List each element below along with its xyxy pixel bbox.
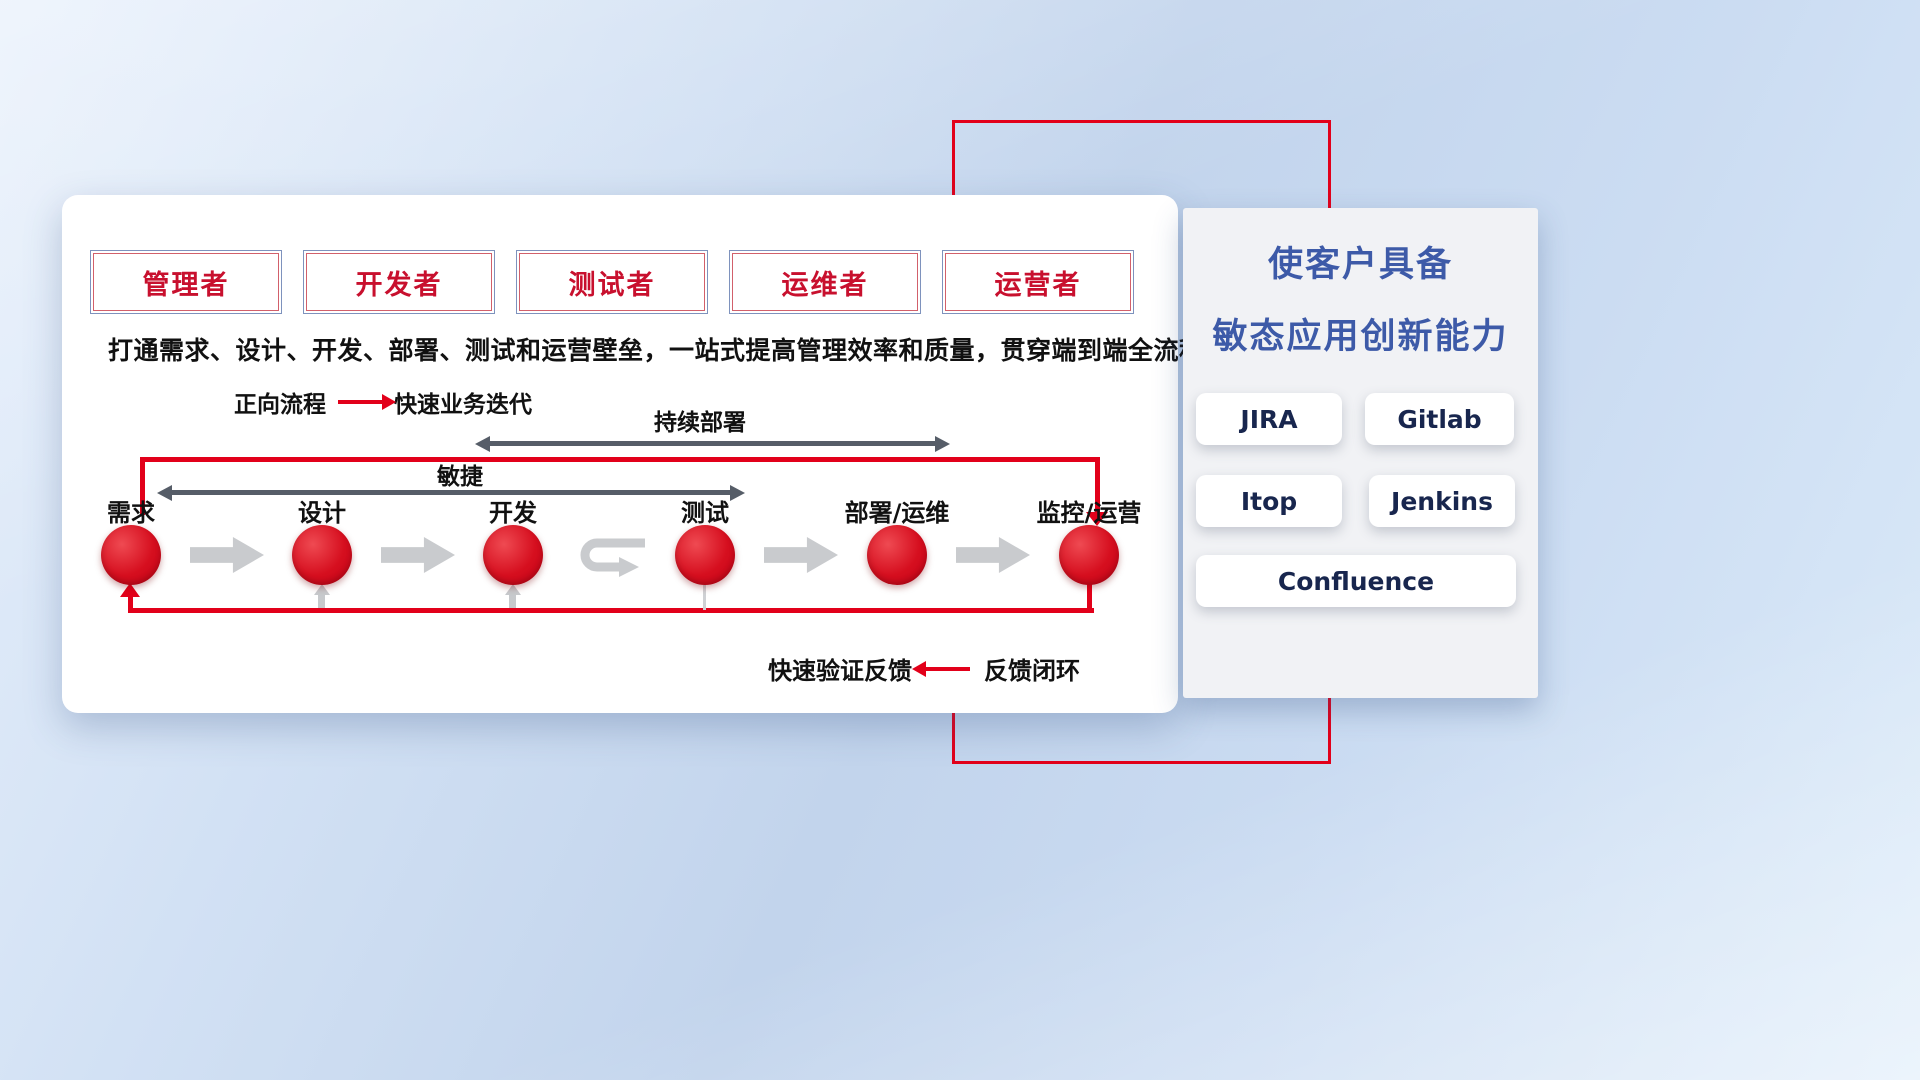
continuous-deploy-arrow-icon — [475, 435, 950, 452]
iteration-loop-icon — [580, 538, 645, 577]
role-box-ops: 运维者 — [729, 250, 921, 314]
stage-label-design: 设计 — [298, 499, 346, 527]
tools-panel: 使客户具备 敏态应用创新能力 JIRA Gitlab Itop Jenkins … — [1183, 208, 1538, 698]
feedback-loop-line-left — [128, 597, 133, 610]
role-box-manager: 管理者 — [90, 250, 282, 314]
stage-circle-design — [292, 525, 352, 585]
feedback-loop-arrowhead-icon — [120, 583, 140, 597]
feedback-up-arrow-design-icon — [314, 584, 330, 595]
feedback-up-arrow-dev-icon — [505, 584, 521, 595]
tool-button-jenkins: Jenkins — [1369, 475, 1515, 527]
stage-label-testing: 测试 — [681, 499, 729, 527]
flow-description: 打通需求、设计、开发、部署、测试和运营壁垒，一站式提高管理效率和质量，贯穿端到端… — [108, 336, 1205, 365]
feedback-arrow-icon — [912, 660, 970, 677]
flow-arrow-icon — [956, 537, 1030, 573]
forward-flow-label: 正向流程 — [234, 392, 326, 418]
panel-title-line1: 使客户具备 — [1267, 245, 1453, 285]
agile-label: 敏捷 — [437, 464, 483, 490]
tool-button-confluence: Confluence — [1196, 555, 1516, 607]
continuous-deploy-label: 持续部署 — [654, 410, 746, 436]
role-box-tester: 测试者 — [516, 250, 708, 314]
forward-flow-value: 快速业务迭代 — [394, 392, 532, 418]
flow-arrow-icon — [381, 537, 455, 573]
stage-label-development: 开发 — [489, 499, 537, 527]
stage-circle-testing — [675, 525, 735, 585]
feedback-loop-line-bottom — [128, 608, 1094, 613]
stage-label-deploy-ops: 部署/运维 — [844, 499, 950, 527]
feedback-legend: 快速验证反馈 反馈闭环 — [768, 651, 1080, 686]
forward-flow-legend: 正向流程 快速业务迭代 — [234, 385, 532, 419]
role-label: 运维者 — [781, 269, 869, 301]
feedback-legend-value: 反馈闭环 — [984, 657, 1080, 685]
role-box-developer: 开发者 — [303, 250, 495, 314]
role-label: 运营者 — [994, 269, 1082, 301]
forward-arrow-icon — [338, 394, 396, 410]
tool-button-jira: JIRA — [1196, 393, 1342, 445]
role-label: 管理者 — [142, 269, 230, 301]
stage-label-monitor-ops: 监控/运营 — [1036, 499, 1142, 527]
forward-loop-line-top — [140, 457, 1100, 462]
role-label: 测试者 — [568, 269, 656, 301]
stage-circle-deploy-ops — [867, 525, 927, 585]
forward-loop-line-left — [140, 457, 145, 515]
flow-arrow-icon — [764, 537, 838, 573]
roles-row: 管理者 开发者 测试者 运维者 运营者 — [90, 250, 1134, 314]
forward-loop-line-right — [1095, 457, 1100, 514]
feedback-loop-line-right — [1087, 583, 1092, 610]
tool-button-itop: Itop — [1196, 475, 1342, 527]
agile-arrow-icon — [157, 484, 745, 501]
stage-label-requirements: 需求 — [107, 499, 155, 527]
feedback-stub-dev — [509, 595, 516, 608]
feedback-legend-label: 快速验证反馈 — [768, 657, 912, 685]
devops-flow-card: 管理者 开发者 测试者 运维者 运营者 打通需求、设计、开发、部署、测试和运营壁… — [62, 195, 1205, 713]
role-box-operator: 运营者 — [942, 250, 1134, 314]
role-label: 开发者 — [355, 269, 443, 301]
forward-loop-arrowhead-icon — [1086, 512, 1108, 526]
flow-arrow-icon — [190, 537, 264, 573]
stage-circle-monitor-ops — [1059, 525, 1119, 585]
feedback-stub-design — [318, 595, 325, 608]
panel-title-line2: 敏态应用创新能力 — [1212, 317, 1509, 357]
stage-circle-development — [483, 525, 543, 585]
tool-button-gitlab: Gitlab — [1365, 393, 1514, 445]
feedback-line-test — [703, 585, 706, 610]
stage-circle-requirements — [101, 525, 161, 585]
